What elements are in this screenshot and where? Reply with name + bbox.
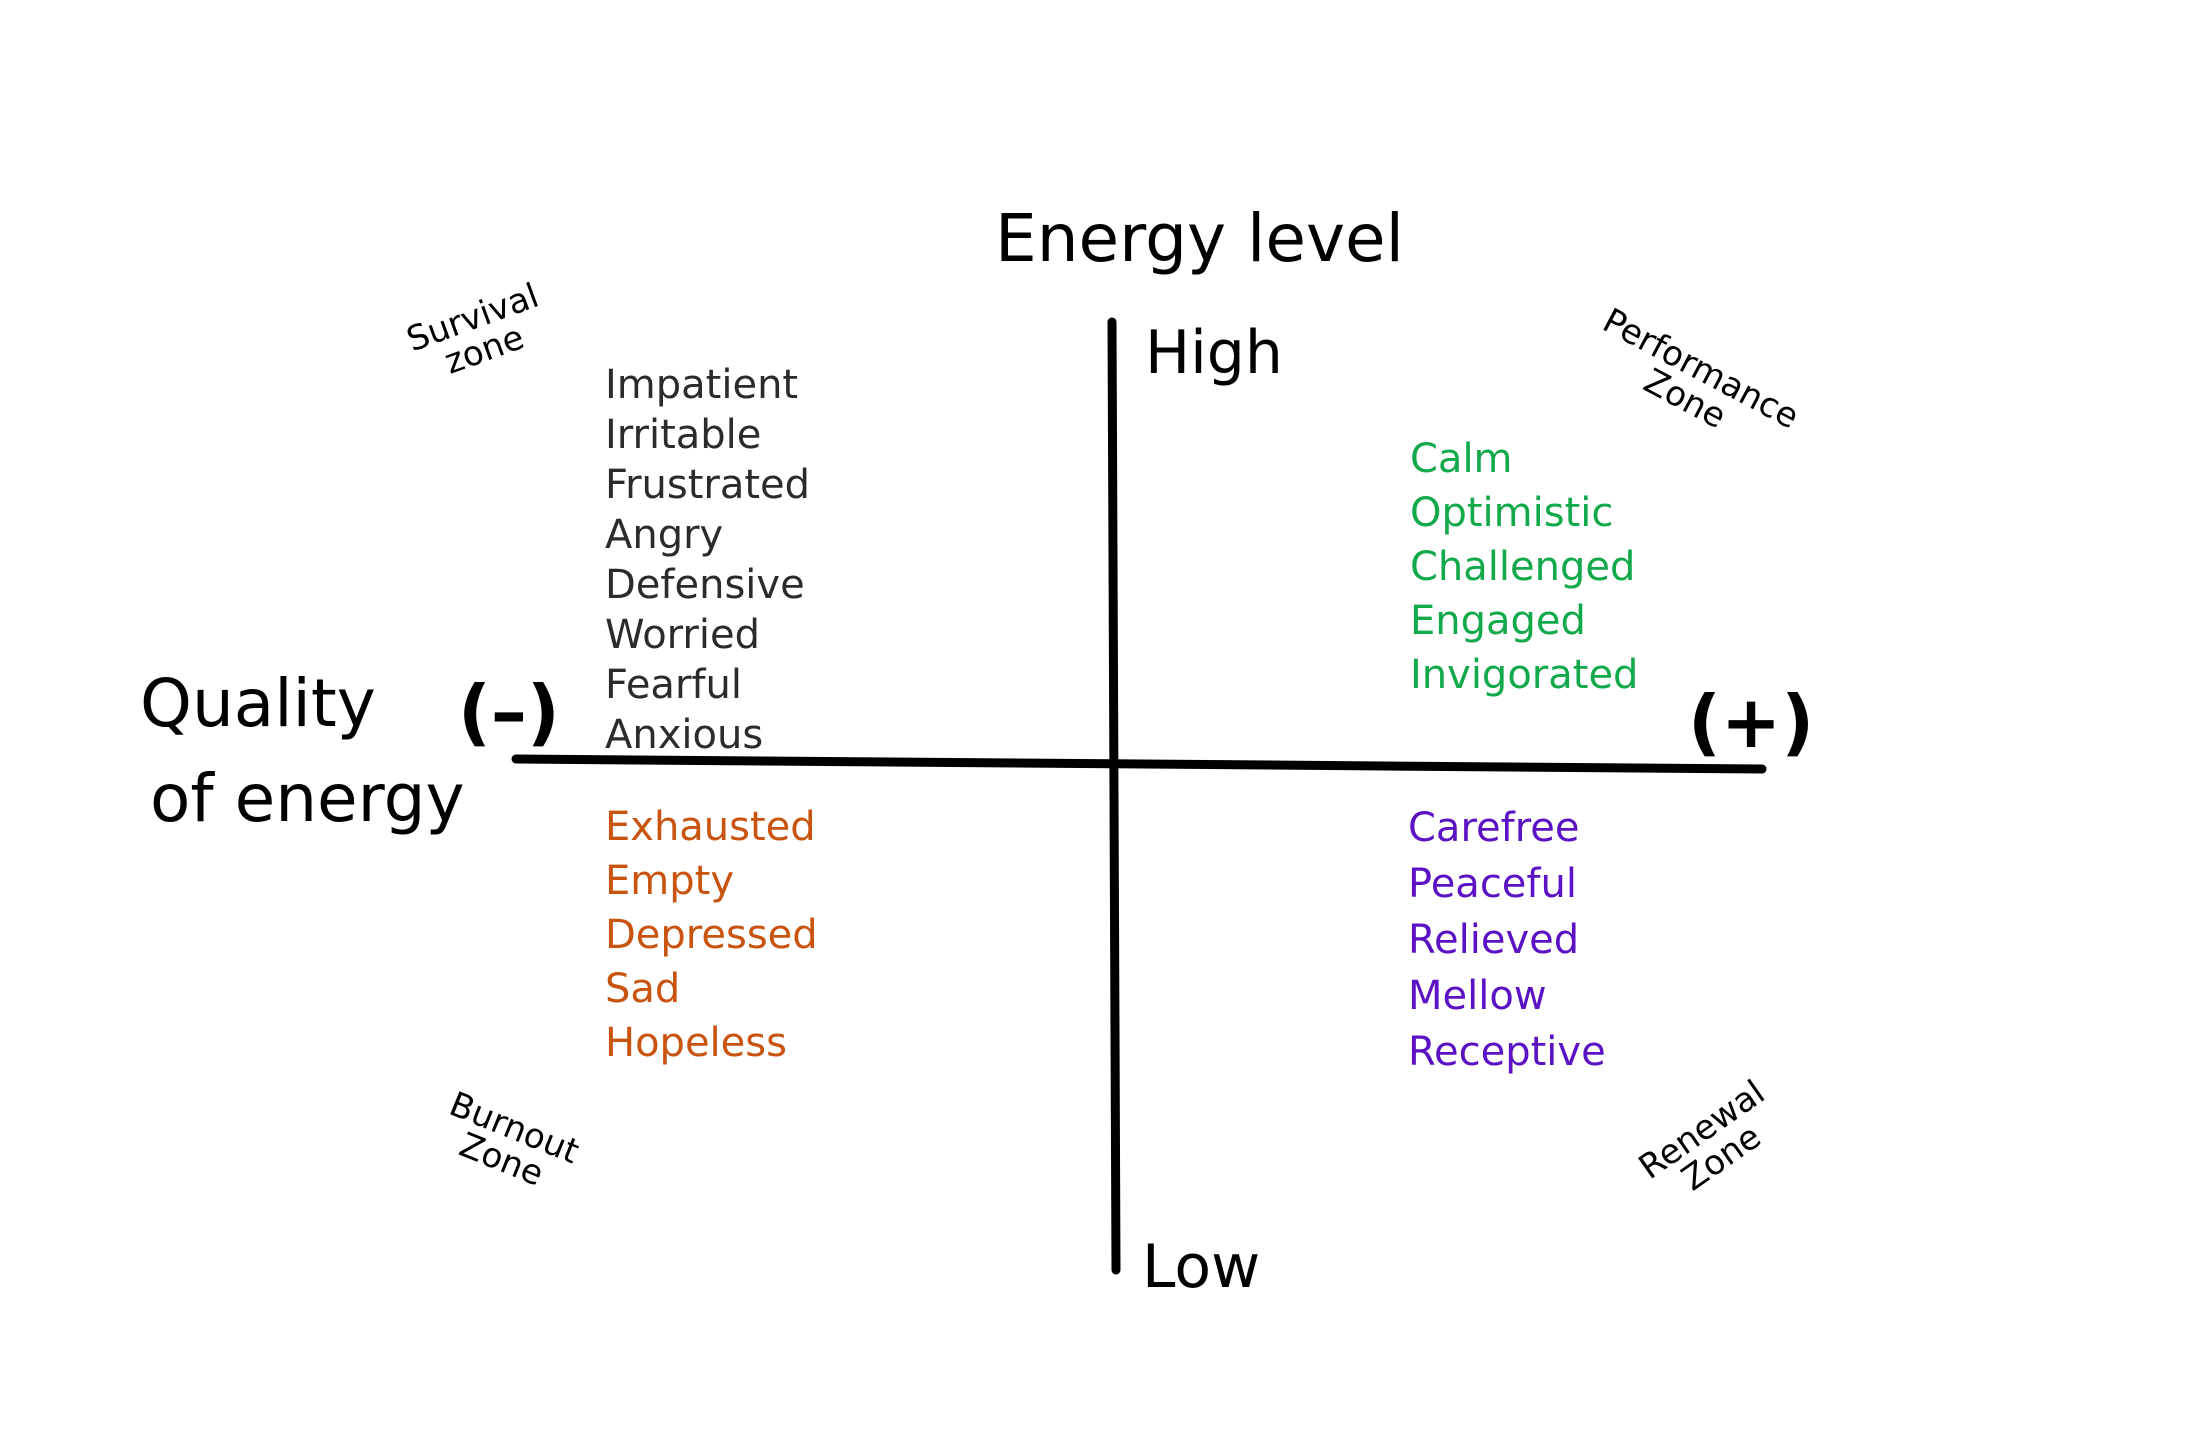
quadrant-word: Anxious xyxy=(605,712,764,758)
quadrant-word: Depressed xyxy=(605,912,818,958)
quadrant-word: Calm xyxy=(1410,436,1513,482)
quadrant-word: Fearful xyxy=(605,662,742,708)
quadrant-word: Carefree xyxy=(1408,805,1580,851)
horizontal-axis-title-line1: Quality xyxy=(140,665,376,742)
quadrant-word: Optimistic xyxy=(1410,490,1614,536)
quadrant-word: Challenged xyxy=(1410,544,1636,590)
quadrant-word: Engaged xyxy=(1410,598,1586,644)
vertical-axis-title: Energy level xyxy=(995,200,1404,277)
quadrant-word: Defensive xyxy=(605,562,805,608)
horizontal-axis-title-line2: of energy xyxy=(150,760,465,837)
quadrant-word: Hopeless xyxy=(605,1020,787,1066)
quadrant-word: Invigorated xyxy=(1410,652,1639,698)
quadrant-word: Irritable xyxy=(605,412,762,458)
quadrant-word: Peaceful xyxy=(1408,861,1577,907)
quadrant-word: Impatient xyxy=(605,362,799,408)
horizontal-axis-line xyxy=(511,754,1767,774)
quadrant-word: Receptive xyxy=(1408,1029,1606,1075)
positive-sign: (+) xyxy=(1688,680,1815,764)
quadrant-word: Worried xyxy=(605,612,760,658)
quadrant-word: Angry xyxy=(605,512,724,558)
vertical-axis-line xyxy=(1107,317,1121,1275)
negative-sign: (–) xyxy=(458,670,560,754)
quadrant-word: Mellow xyxy=(1408,973,1547,1019)
vertical-axis-high-label: High xyxy=(1145,318,1283,388)
quadrant-word: Empty xyxy=(605,858,734,904)
quadrant-word: Sad xyxy=(605,966,681,1012)
quadrant-word: Relieved xyxy=(1408,917,1580,963)
vertical-axis-low-label: Low xyxy=(1142,1232,1261,1302)
quadrant-word: Frustrated xyxy=(605,462,811,508)
quadrant-word: Exhausted xyxy=(605,804,816,850)
